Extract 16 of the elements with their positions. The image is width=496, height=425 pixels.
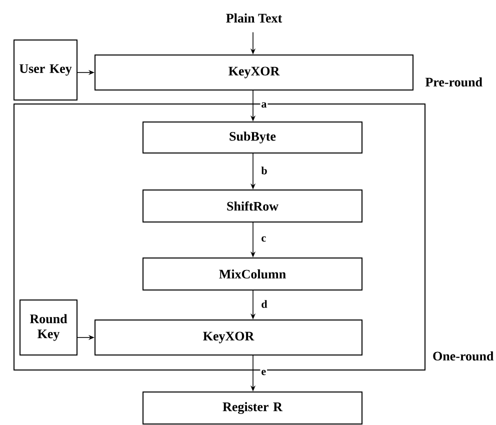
stage-label: Pre-round [425, 77, 482, 87]
input-label: Plain Text [226, 13, 282, 23]
process-box: ShiftRow [142, 190, 362, 222]
process-box: MixColumn [142, 258, 362, 290]
process-box: KeyXOR [94, 320, 362, 356]
process-box: Register R [142, 392, 362, 424]
edge-label: a [260, 101, 268, 109]
edge-label: d [260, 299, 268, 309]
process-box: SubByte [142, 122, 362, 154]
frame-heading: One-round [433, 351, 494, 361]
edge-label: e [260, 368, 268, 376]
edge-label: b [260, 166, 268, 176]
process-box: KeyXOR [94, 54, 414, 90]
edge-label: c [260, 235, 268, 243]
process-box: Round Key [20, 300, 78, 356]
process-box: User Key [14, 40, 78, 100]
